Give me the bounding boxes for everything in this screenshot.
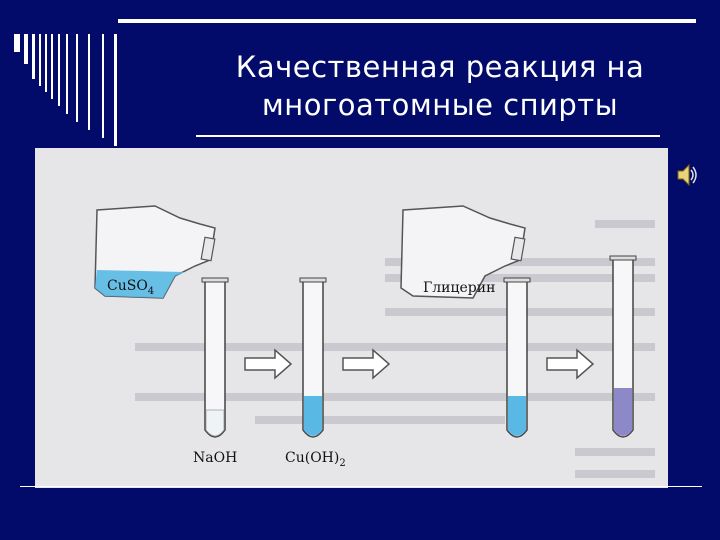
- label-glycerin: Глицерин: [423, 280, 495, 296]
- arrow-right-icon: [547, 350, 593, 378]
- test-tube-4: [610, 256, 636, 437]
- arrow-right-icon: [343, 350, 389, 378]
- title-line-2: многоатомные спирты: [180, 86, 700, 124]
- test-tube-cuoh2: [300, 278, 326, 437]
- reaction-figure: CuSO4 Глицерин NaOH Cu(OH)2: [35, 148, 668, 488]
- label-cuoh2: Cu(OH)2: [285, 450, 346, 469]
- title-line-1: Качественная реакция на: [180, 48, 700, 86]
- arrow-right-icon: [245, 350, 291, 378]
- label-naoh: NaOH: [193, 450, 237, 466]
- top-divider-line: [118, 19, 696, 23]
- bottom-divider-line: [20, 486, 702, 487]
- slide-title: Качественная реакция на многоатомные спи…: [180, 48, 700, 124]
- title-underline: [196, 135, 660, 137]
- test-tube-3: [504, 278, 530, 437]
- decorative-bars: [14, 34, 124, 154]
- test-tube-naoh: [202, 278, 228, 437]
- label-cuso4: CuSO4: [107, 278, 154, 297]
- speaker-icon[interactable]: [676, 162, 698, 192]
